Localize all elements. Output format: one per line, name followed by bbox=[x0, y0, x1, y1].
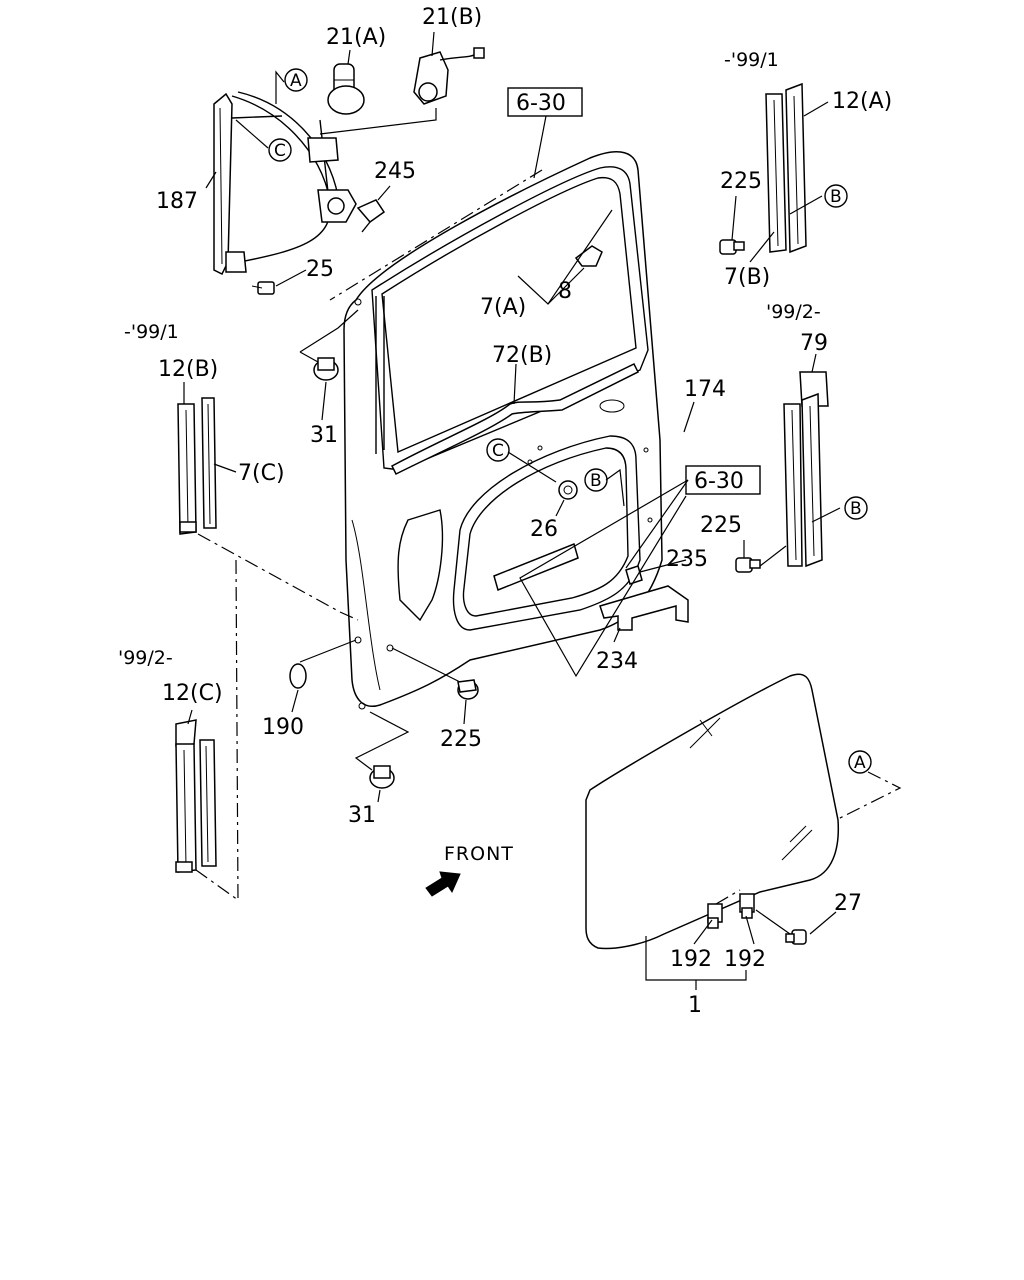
grommet-26 bbox=[558, 480, 578, 500]
label-235: 235 bbox=[666, 547, 708, 572]
weatherstrip-72b bbox=[391, 363, 640, 476]
label-225-right: 225 bbox=[700, 513, 742, 538]
date-note-top-right: -'99/1 bbox=[724, 49, 779, 71]
channel-79 bbox=[735, 371, 829, 573]
label-12c: 12(C) bbox=[162, 681, 223, 706]
label-187: 187 bbox=[156, 189, 198, 214]
label-1: 1 bbox=[688, 993, 702, 1018]
ref-box-mid: 6-30 bbox=[685, 465, 761, 495]
label-225-top: 225 bbox=[720, 169, 762, 194]
leader-lines bbox=[183, 31, 902, 990]
label-21a: 21(A) bbox=[326, 25, 386, 50]
label-234: 234 bbox=[596, 649, 638, 674]
label-7b: 7(B) bbox=[724, 265, 770, 290]
svg-text:B: B bbox=[830, 187, 842, 207]
front-label: FRONT bbox=[444, 843, 514, 865]
marker-a-top: A bbox=[284, 68, 308, 92]
date-note-left-pre: -'99/1 bbox=[124, 321, 179, 343]
label-190: 190 bbox=[262, 715, 304, 740]
marker-a-glass: A bbox=[848, 750, 872, 774]
label-72b: 72(B) bbox=[492, 343, 552, 368]
label-26: 26 bbox=[530, 517, 558, 542]
date-note-left-post: '99/2- bbox=[118, 647, 173, 669]
marker-b-mid: B bbox=[584, 468, 608, 492]
label-12a: 12(A) bbox=[832, 89, 892, 114]
svg-text:B: B bbox=[590, 471, 602, 491]
part-labels: 21(A) 21(B) 187 245 25 12(A) 225 7(B) 7(… bbox=[156, 5, 892, 1018]
label-225-bottom: 225 bbox=[440, 727, 482, 752]
label-174: 174 bbox=[684, 377, 726, 402]
svg-text:C: C bbox=[274, 141, 286, 161]
bolt-225-bottom bbox=[457, 679, 479, 700]
svg-text:B: B bbox=[850, 499, 862, 519]
channel-12c bbox=[175, 719, 217, 873]
label-7c: 7(C) bbox=[238, 461, 285, 486]
window-motor-a bbox=[327, 63, 365, 115]
window-regulator bbox=[213, 91, 357, 276]
marker-b-right: B bbox=[844, 496, 868, 520]
channel-12b-7c bbox=[177, 397, 217, 535]
label-8: 8 bbox=[558, 279, 572, 304]
date-note-right: '99/2- bbox=[766, 301, 821, 323]
label-245: 245 bbox=[374, 159, 416, 184]
glass-run-7a bbox=[375, 245, 603, 454]
label-31-bottom: 31 bbox=[348, 803, 376, 828]
window-motor-b bbox=[413, 47, 485, 105]
bolt-245 bbox=[356, 199, 386, 233]
label-12b: 12(B) bbox=[158, 357, 218, 382]
label-79: 79 bbox=[800, 331, 828, 356]
channel-12a-7b bbox=[719, 82, 807, 255]
svg-text:C: C bbox=[492, 441, 504, 461]
ref-label-top: 6-30 bbox=[516, 91, 566, 116]
marker-c-mid: C bbox=[486, 438, 510, 462]
door-panel bbox=[343, 151, 663, 710]
bracket-234 bbox=[599, 565, 689, 631]
stud-31-top bbox=[313, 357, 339, 381]
label-192-right: 192 bbox=[724, 947, 766, 972]
ref-label-mid: 6-30 bbox=[694, 469, 744, 494]
label-25: 25 bbox=[306, 257, 334, 282]
front-arrow-icon bbox=[425, 871, 461, 897]
bolt-25 bbox=[251, 281, 275, 295]
stud-31-bottom bbox=[369, 765, 395, 789]
label-7a: 7(A) bbox=[480, 295, 526, 320]
door-glass bbox=[585, 673, 840, 950]
svg-text:A: A bbox=[290, 71, 302, 91]
label-192-left: 192 bbox=[670, 947, 712, 972]
plug-190 bbox=[289, 663, 307, 689]
marker-c-top: C bbox=[268, 138, 292, 162]
label-21b: 21(B) bbox=[422, 5, 482, 30]
label-31-top: 31 bbox=[310, 423, 338, 448]
svg-text:A: A bbox=[854, 753, 866, 773]
label-27: 27 bbox=[834, 891, 862, 916]
ref-box-top: 6-30 bbox=[507, 87, 583, 117]
marker-b-top-right: B bbox=[824, 184, 848, 208]
